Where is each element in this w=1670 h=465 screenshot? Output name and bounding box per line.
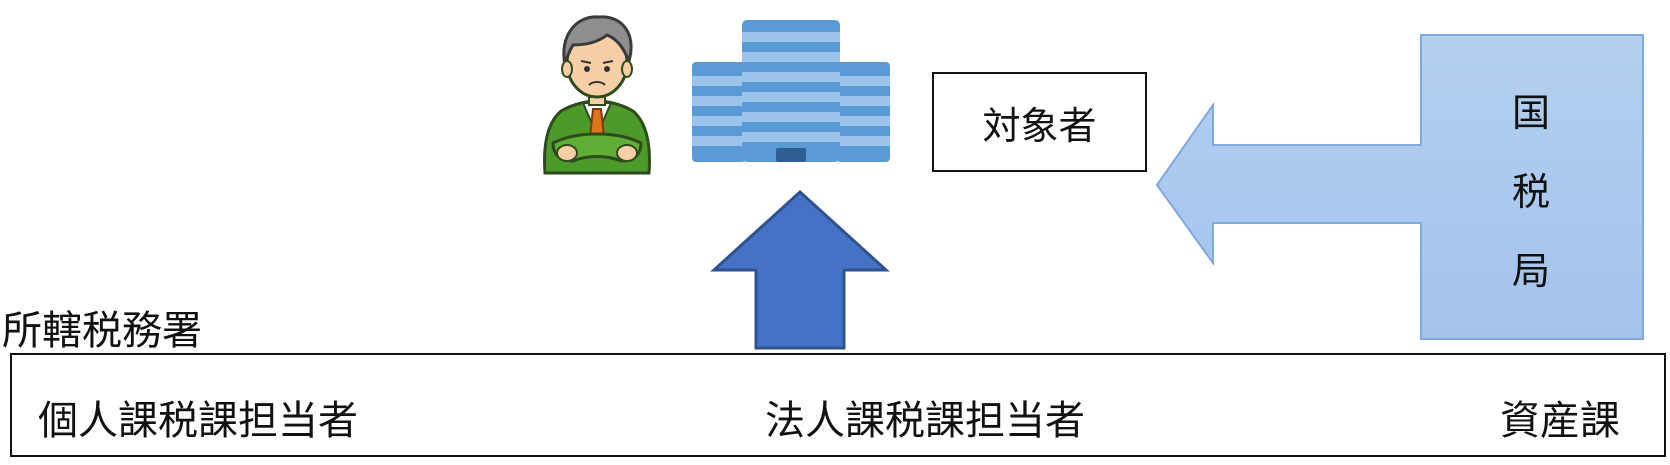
- tax-office-box: [10, 353, 1666, 457]
- target-person-box: 対象者: [932, 72, 1147, 172]
- office-building-icon: [692, 20, 890, 162]
- asset-division-label: 資産課: [1500, 398, 1620, 444]
- nta-char-2: 税: [1512, 170, 1551, 214]
- corporate-tax-staff-label: 法人課税課担当者: [765, 398, 1085, 444]
- tax-office-label: 所轄税務署: [2, 308, 202, 354]
- target-person-label: 対象者: [982, 103, 1097, 148]
- nta-char-1: 国: [1512, 91, 1551, 135]
- individual-tax-staff-label: 個人課税課担当者: [38, 398, 358, 444]
- nta-char-3: 局: [1512, 249, 1551, 293]
- businessman-icon: [543, 15, 651, 175]
- up-arrow: [710, 190, 890, 350]
- national-tax-agency-arrow: [1155, 34, 1644, 340]
